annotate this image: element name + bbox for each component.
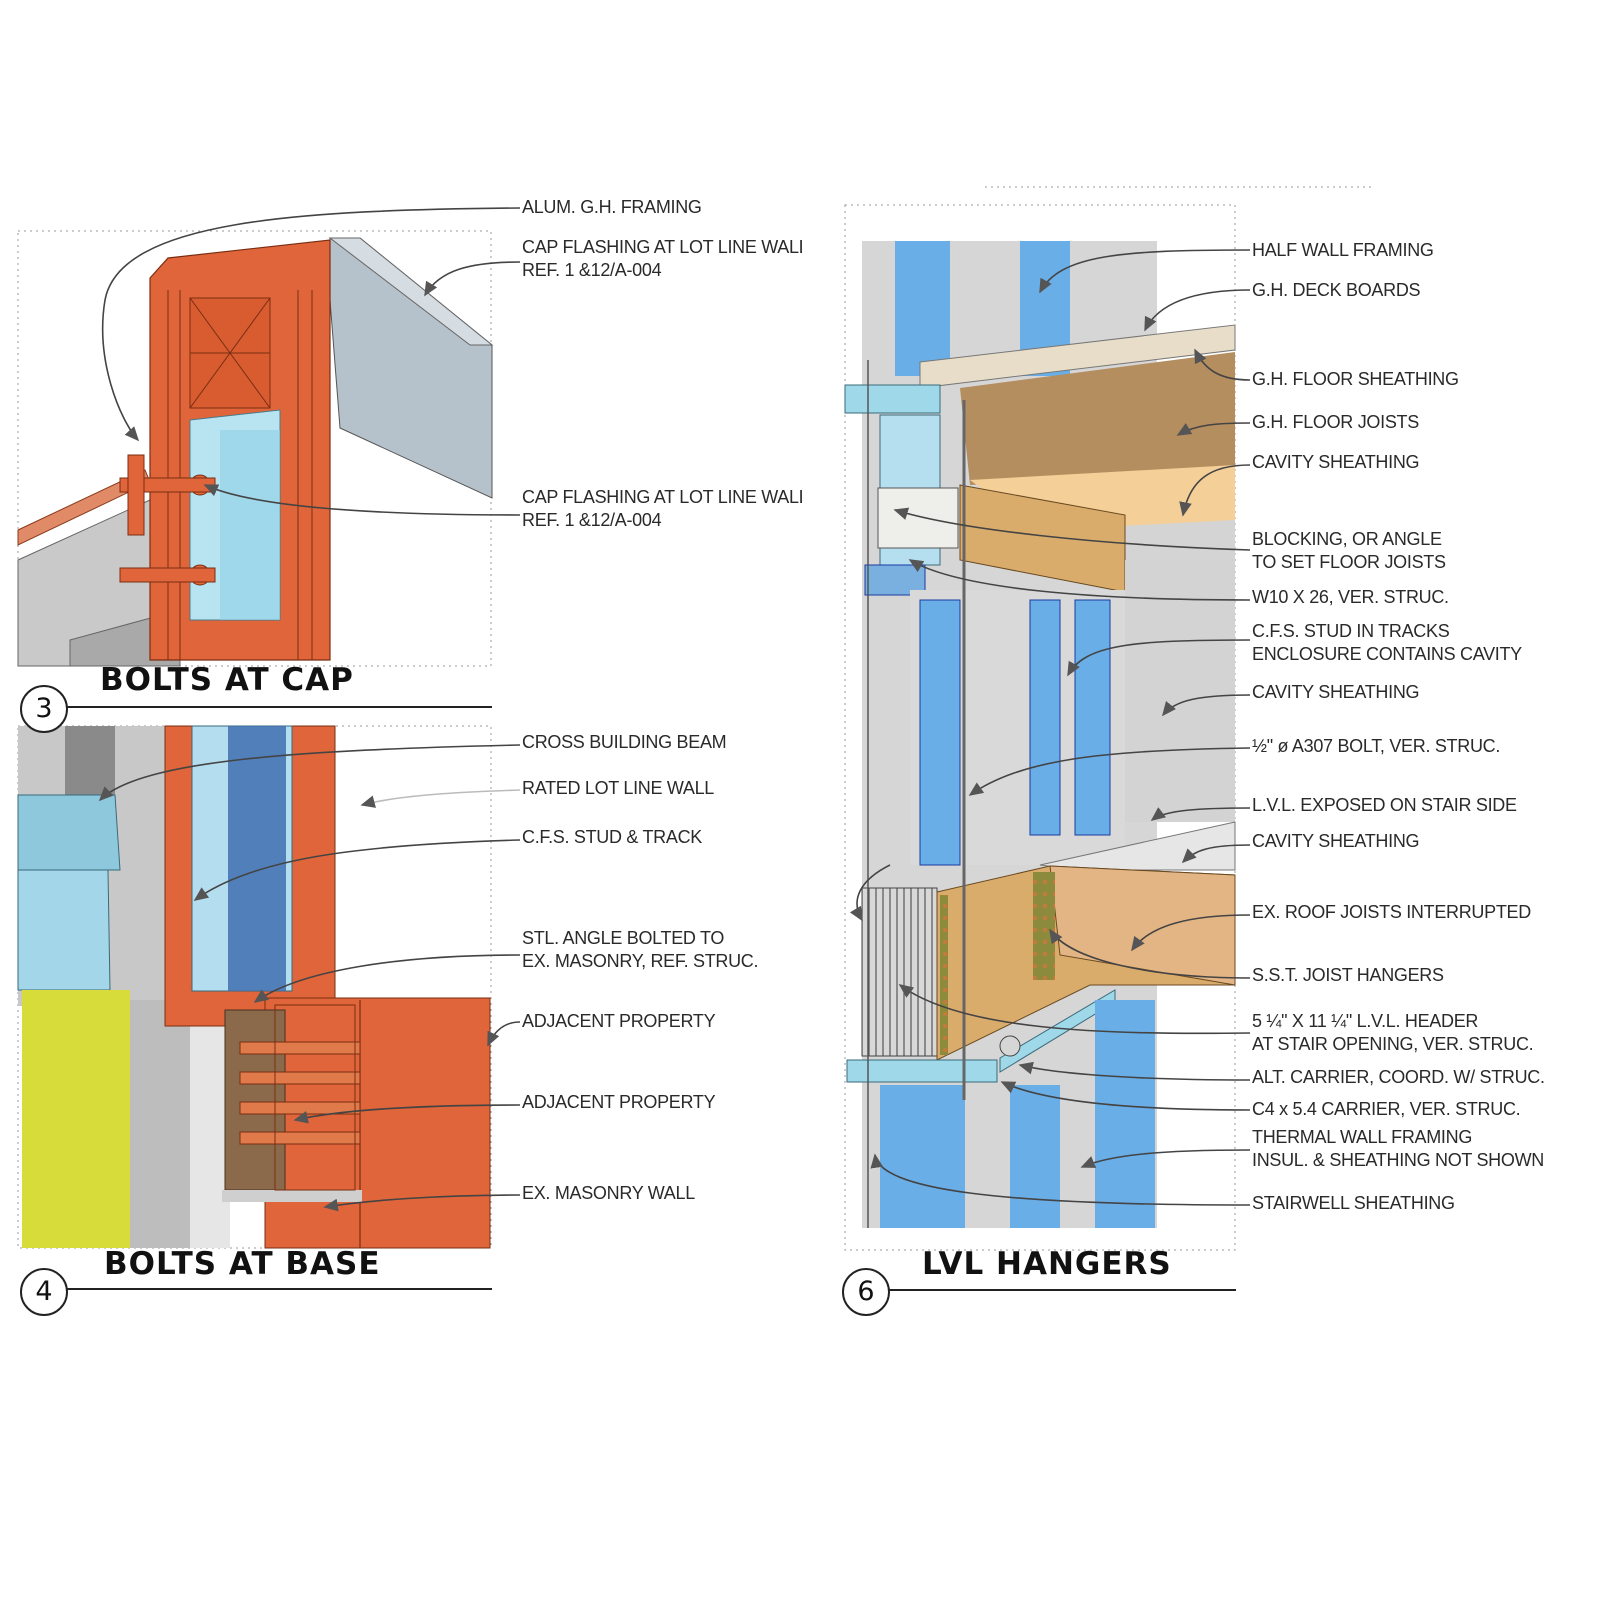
- callout-cavity-sheathing-2: CAVITY SHEATHING: [1252, 682, 1420, 702]
- callout-alt-carrier: ALT. CARRIER, COORD. W/ STRUC.: [1252, 1067, 1545, 1087]
- callout-adjacent-property-1: ADJACENT PROPERTY: [522, 1011, 716, 1031]
- detail-number-6: 6: [842, 1268, 890, 1316]
- callout-gh-floor-sheathing: G.H. FLOOR SHEATHING: [1252, 369, 1459, 389]
- callout-gh-deck-boards: G.H. DECK BOARDS: [1252, 280, 1421, 300]
- callout-half-wall-framing: HALF WALL FRAMING: [1252, 240, 1434, 260]
- callout-rated-lot-line-wall: RATED LOT LINE WALL: [522, 778, 715, 798]
- callout-cavity-sheathing-1: CAVITY SHEATHING: [1252, 452, 1420, 472]
- callout-c4-carrier: C4 x 5.4 CARRIER, VER. STRUC.: [1252, 1099, 1521, 1119]
- callout-stairwell-sheathing: STAIRWELL SHEATHING: [1252, 1193, 1455, 1213]
- callout-adjacent-property-2: ADJACENT PROPERTY: [522, 1092, 716, 1112]
- detail-title-bolts-at-cap: BOLTS AT CAP: [100, 662, 354, 698]
- leader-lines: [98, 207, 1251, 1212]
- callout-stl-angle: STL. ANGLE BOLTED TO EX. MASONRY, REF. S…: [522, 928, 759, 971]
- callout-lvl-header: 5 ¼" X 11 ¼" L.V.L. HEADER AT STAIR OPEN…: [1252, 1011, 1534, 1054]
- detail-4-drawing: [17, 725, 492, 1249]
- callout-ex-masonry-wall: EX. MASONRY WALL: [522, 1183, 695, 1203]
- detail-3-drawing: [17, 230, 494, 667]
- detail-number-4: 4: [20, 1268, 68, 1316]
- callout-thermal-wall-framing: THERMAL WALL FRAMING INSUL. & SHEATHING …: [1252, 1127, 1544, 1170]
- title-underlines: [55, 706, 1236, 1291]
- callout-cross-building-beam: CROSS BUILDING BEAM: [522, 732, 727, 752]
- callout-lvl-exposed: L.V.L. EXPOSED ON STAIR SIDE: [1252, 795, 1517, 815]
- detail-number-3: 3: [20, 685, 68, 733]
- callout-a307-bolt: ½" ø A307 BOLT, VER. STRUC.: [1252, 736, 1501, 756]
- callout-cap-flashing-1: CAP FLASHING AT LOT LINE WALL REF. 1 &12…: [522, 237, 802, 280]
- callout-cfs-stud-in-tracks: C.F.S. STUD IN TRACKS ENCLOSURE CONTAINS…: [1252, 621, 1522, 664]
- callout-w10x26: W10 X 26, VER. STRUC.: [1252, 587, 1449, 607]
- callout-blocking-or-angle: BLOCKING, OR ANGLE TO SET FLOOR JOISTS: [1252, 529, 1446, 572]
- callout-alum-gh-framing: ALUM. G.H. FRAMING: [522, 197, 702, 217]
- callout-cavity-sheathing-3: CAVITY SHEATHING: [1252, 831, 1420, 851]
- detail-title-lvl-hangers: LVL HANGERS: [922, 1246, 1172, 1282]
- callout-gh-floor-joists: G.H. FLOOR JOISTS: [1252, 412, 1419, 432]
- callout-cap-flashing-2: CAP FLASHING AT LOT LINE WALL REF. 1 &12…: [522, 487, 802, 530]
- detail-title-bolts-at-base: BOLTS AT BASE: [104, 1246, 381, 1282]
- callout-ex-roof-joists: EX. ROOF JOISTS INTERRUPTED: [1252, 902, 1531, 922]
- callout-cfs-stud-track: C.F.S. STUD & TRACK: [522, 827, 702, 847]
- detail-6-drawing: [844, 186, 1375, 1251]
- callout-sst-joist-hangers: S.S.T. JOIST HANGERS: [1252, 965, 1444, 985]
